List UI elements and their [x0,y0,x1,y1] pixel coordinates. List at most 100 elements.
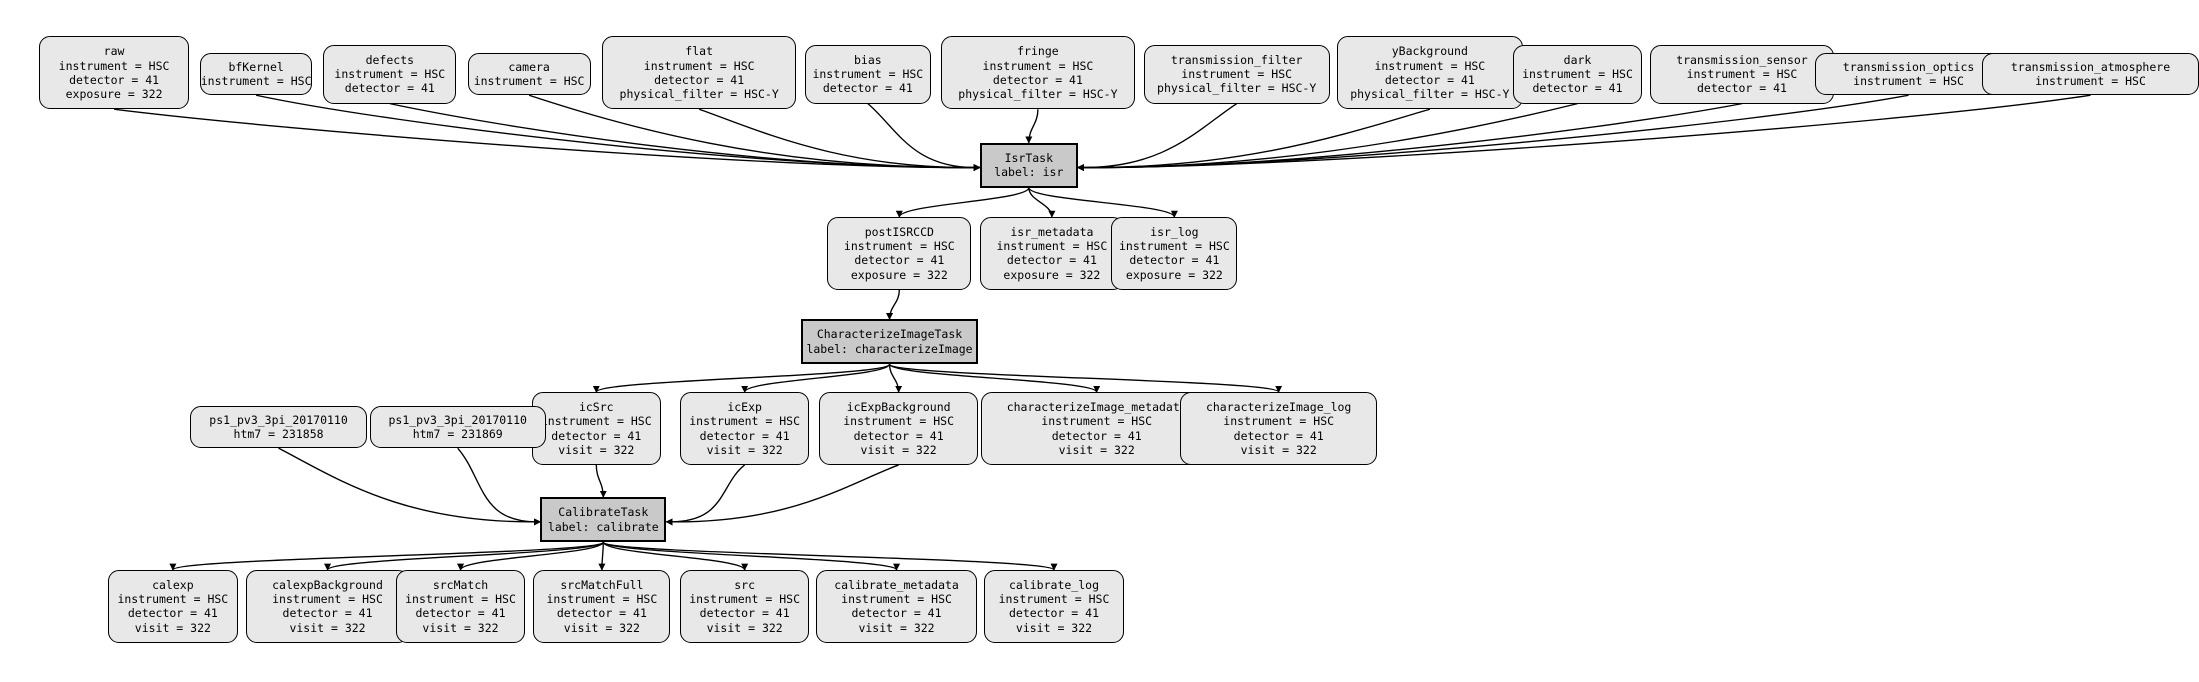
edge-raw-to-IsrTask [113,108,981,172]
node-detail-line: instrument = HSC [1853,74,1964,89]
node-detail-line: visit = 322 [563,620,640,635]
node-detail-line: instrument = HSC [843,414,955,429]
node-detail-line: instrument = HSC [200,74,312,89]
node-detail-line: label: isr [994,165,1064,180]
edge-IsrTask-to-isr_log [1028,187,1178,218]
node-detail-line: instrument = HSC [689,592,801,607]
node-title: bfKernel [228,60,284,74]
node-detail-line: exposure = 322 [850,267,948,282]
node-detail-line: instrument = HSC [812,67,924,82]
node-detail-line: instrument = HSC [1686,67,1798,82]
node-detail-line: label: calibrate [547,519,659,534]
node-detail-line: detector = 41 [822,81,913,96]
node-detail-line: detector = 41 [1696,81,1787,96]
node-detail-line: instrument = HSC [1374,58,1486,73]
edge-icExp-to-CalibrateTask [665,464,746,526]
node-detail-line: detector = 41 [992,72,1083,87]
node-detail-line: instrument = HSC [643,58,755,73]
edge-icSrc-to-CalibrateTask [595,464,607,498]
edge-CalibrateTask-to-calibrate_metadata [602,541,900,571]
node-detail-line: instrument = HSC [58,58,170,73]
edge-CalibrateTask-to-calexpBackground [324,541,604,571]
edge-CalibrateTask-to-calibrate_log [602,541,1058,571]
node-detail-line: instrument = HSC [334,67,446,82]
node-title: icExpBackground [846,400,951,415]
node-detail-line: visit = 322 [706,442,783,457]
node-title: src [734,577,756,592]
node-title: ps1_pv3_3pi_20170110 [209,412,348,427]
edge-transmission_filter-to-IsrTask [1077,103,1238,172]
node-detail-line: instrument = HSC [117,592,229,607]
node-detail-line: instrument = HSC [982,58,1094,73]
node-detail-line: physical_filter = HSC-Y [1157,81,1317,96]
node-title: isr_log [1150,225,1199,240]
node-title: transmission_optics [1842,60,1975,74]
node-detail-line: instrument = HSC [689,414,801,429]
node-detail-line: instrument = HSC [473,74,585,89]
edge-yBackground-to-IsrTask [1077,108,1431,172]
node-detail-line: visit = 322 [558,442,635,457]
node-detail-line: detector = 41 [699,428,790,443]
edge-transmission_atmosphere-to-IsrTask [1077,94,2091,172]
node-title: isr_metadata [1010,225,1094,240]
node-detail-line: detector = 41 [1384,72,1475,87]
node-detail-line: exposure = 322 [1125,267,1223,282]
node-detail-line: detector = 41 [344,81,435,96]
node-detail-line: instrument = HSC [540,414,652,429]
node-detail-line: detector = 41 [1006,253,1097,268]
edge-ps1_a-to-CalibrateTask [278,447,542,526]
node-detail-line: htm7 = 231858 [233,427,324,442]
node-detail-line: visit = 322 [706,620,783,635]
node-detail-line: detector = 41 [853,428,944,443]
node-title: fringe [1017,44,1059,59]
node-detail-line: visit = 322 [1015,620,1093,635]
node-title: flat [685,44,713,59]
node-title: CalibrateTask [558,505,649,520]
node-detail-line: detector = 41 [282,606,373,621]
node-title: IsrTask [1004,151,1054,166]
node-title: characterizeImage_log [1205,400,1352,415]
node-title: characterizeImage_metadata [1006,400,1187,415]
node-title: icSrc [578,400,614,415]
node-title: calibrate_log [1008,577,1099,592]
node-detail-line: detector = 41 [69,72,160,87]
node-title: postISRCCD [864,225,934,240]
node-detail-line: instrument = HSC [2035,74,2146,89]
node-detail-line: label: characterizeImage [806,341,973,356]
edge-CharacterizeImageTask-to-icSrc [592,363,891,393]
node-title: yBackground [1391,44,1468,59]
